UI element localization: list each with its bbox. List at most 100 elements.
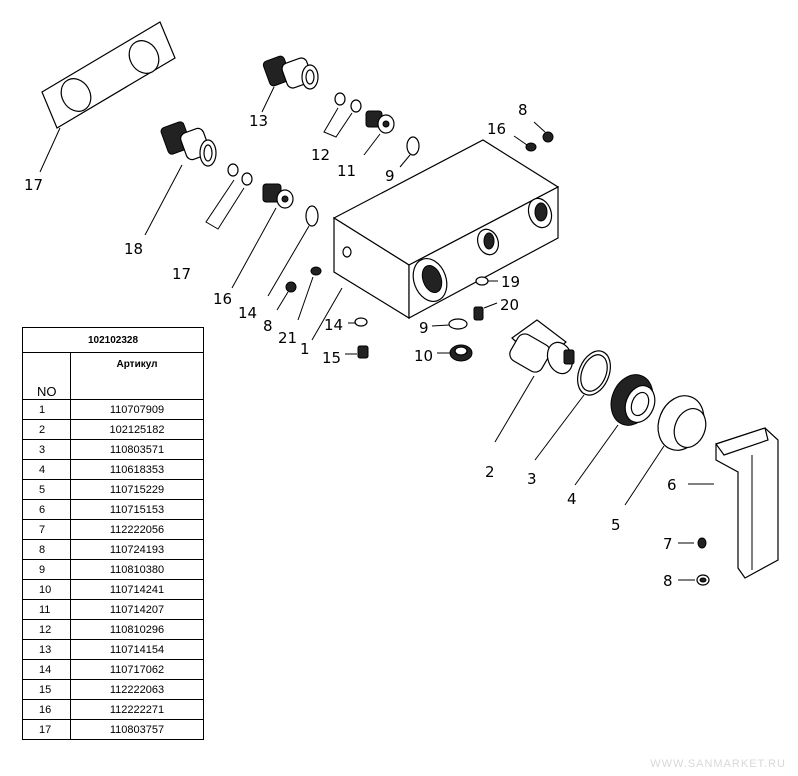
part-6-handle (688, 427, 779, 579)
callout-15: 15 (322, 349, 341, 367)
part-12-o-rings (323, 92, 362, 138)
no-column-header: NO (22, 352, 71, 400)
row-no: 12 (22, 619, 71, 640)
callout-6: 6 (667, 476, 677, 494)
row-article: 110715229 (70, 479, 204, 500)
part-14-15-lower (345, 317, 369, 359)
row-article: 102125182 (70, 419, 204, 440)
row-article: 110707909 (70, 399, 204, 420)
part-4-nut (574, 374, 656, 486)
callout-21: 21 (278, 329, 297, 347)
callout-17-lower: 17 (172, 265, 191, 283)
row-no: 4 (22, 459, 71, 480)
row-no: 8 (22, 539, 71, 560)
row-no: 2 (22, 419, 71, 440)
article-column-header: Артикул (70, 352, 204, 400)
row-article: 110714154 (70, 639, 204, 660)
callout-8-lower: 8 (263, 317, 273, 335)
row-article: 110803571 (70, 439, 204, 460)
row-article: 110803757 (70, 719, 204, 740)
callout-1: 1 (300, 340, 310, 358)
part-17-gasket-plate (39, 21, 176, 173)
row-article: 110714207 (70, 599, 204, 620)
callout-16-upper: 16 (487, 120, 506, 138)
part-8-21-small (276, 266, 322, 321)
row-article: 110618353 (70, 459, 204, 480)
callout-7: 7 (663, 535, 673, 553)
part-16-spindle (231, 183, 294, 289)
part-9-ring-upper (399, 136, 420, 168)
part-14-ring (267, 205, 319, 297)
part-2-thermo-cartridge (494, 319, 575, 443)
callout-2: 2 (485, 463, 495, 481)
callout-13: 13 (249, 112, 268, 130)
watermark: WWW.SANMARKET.RU (650, 758, 786, 770)
callout-16-lower: 16 (213, 290, 232, 308)
row-article: 112222271 (70, 699, 204, 720)
row-article: 110717062 (70, 659, 204, 680)
part-7-8-screws (678, 537, 710, 586)
part-3-o-ring (534, 350, 611, 461)
part-9-10-lower (431, 318, 473, 362)
callout-12: 12 (311, 146, 330, 164)
row-no: 1 (22, 399, 71, 420)
row-article: 110724193 (70, 539, 204, 560)
row-no: 15 (22, 679, 71, 700)
callout-10: 10 (414, 347, 433, 365)
part-16-8-screws-upper (513, 121, 554, 152)
row-article: 110715153 (70, 499, 204, 520)
callout-11: 11 (337, 162, 356, 180)
row-no: 3 (22, 439, 71, 460)
row-no: 16 (22, 699, 71, 720)
part-11-spindle (363, 110, 395, 156)
callout-18: 18 (124, 240, 143, 258)
part-5-cap (624, 395, 707, 506)
part-19-20 (473, 276, 498, 321)
row-no: 5 (22, 479, 71, 500)
row-no: 7 (22, 519, 71, 540)
row-article: 110714241 (70, 579, 204, 600)
callout-8-bottom: 8 (663, 572, 673, 590)
row-article: 112222056 (70, 519, 204, 540)
row-no: 14 (22, 659, 71, 680)
row-article: 110810296 (70, 619, 204, 640)
callout-19: 19 (501, 273, 520, 291)
part-17-rings-lower (205, 163, 253, 230)
row-article: 112222063 (70, 679, 204, 700)
callout-3: 3 (527, 470, 537, 488)
part-18-cartridge (144, 121, 217, 236)
row-no: 13 (22, 639, 71, 660)
row-no: 10 (22, 579, 71, 600)
callout-14-upper: 14 (238, 304, 257, 322)
row-article: 110810380 (70, 559, 204, 580)
part-13-cartridge (261, 55, 319, 113)
callout-8-upper: 8 (518, 101, 528, 119)
callout-5: 5 (611, 516, 621, 534)
kit-code: 102102328 (22, 327, 204, 353)
callout-4: 4 (567, 490, 577, 508)
row-no: 9 (22, 559, 71, 580)
callout-9-lower: 9 (419, 319, 429, 337)
callout-14-lower: 14 (324, 316, 343, 334)
callout-9-upper: 9 (385, 167, 395, 185)
row-no: 17 (22, 719, 71, 740)
callout-17-upper: 17 (24, 176, 43, 194)
